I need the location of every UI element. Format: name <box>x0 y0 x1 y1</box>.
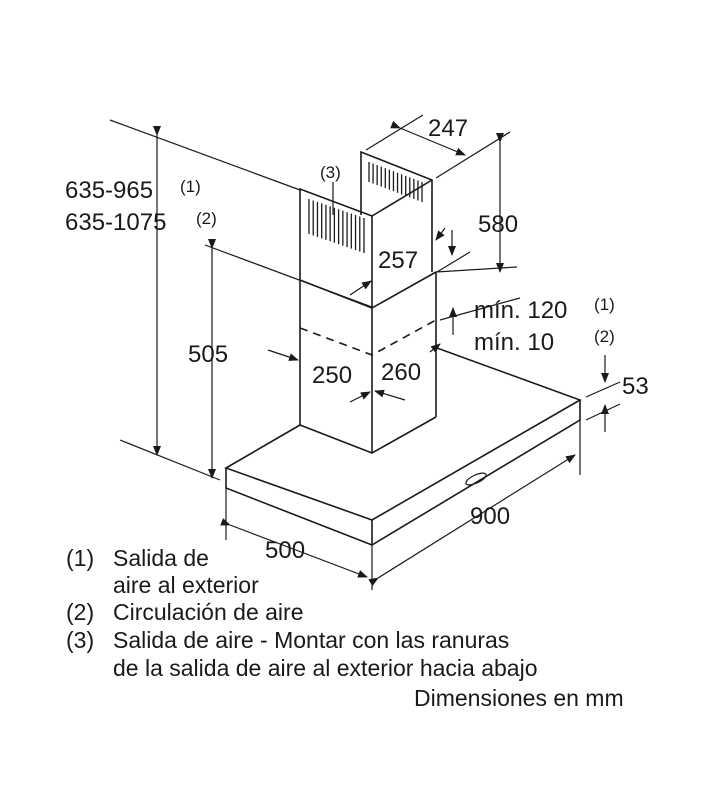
units-note: Dimensiones en mm <box>414 685 624 711</box>
dim-257: 257 <box>378 247 418 274</box>
dim-500: 500 <box>265 537 305 564</box>
vent-slots-icon <box>308 162 423 253</box>
dim-note-3: (3) <box>320 163 341 182</box>
legend-text-1a: Salida de <box>113 545 209 571</box>
dim-900: 900 <box>470 503 510 530</box>
dim-635-965: 635-965 <box>65 177 153 204</box>
dim-min-120: mín. 120 <box>474 297 567 324</box>
control-panel-icon <box>465 472 487 486</box>
dim-min-120-note: (1) <box>594 295 615 314</box>
dim-635-965-note: (1) <box>180 177 201 196</box>
legend-num-2: (2) <box>66 599 94 625</box>
legend-text-1b: aire al exterior <box>113 572 259 598</box>
dim-505: 505 <box>188 341 228 368</box>
dim-580: 580 <box>478 211 518 238</box>
legend-text-3b: de la salida de aire al exterior hacia a… <box>113 655 538 681</box>
legend: (1) Salida de aire al exterior (2) Circu… <box>66 545 624 711</box>
dim-53: 53 <box>622 373 649 400</box>
dim-635-1075: 635-1075 <box>65 209 166 236</box>
dim-250: 250 <box>312 362 352 389</box>
legend-text-2: Circulación de aire <box>113 599 303 625</box>
chimney-upper <box>299 150 433 308</box>
dim-635-1075-note: (2) <box>196 209 217 228</box>
dim-260: 260 <box>381 359 421 386</box>
dimension-lines <box>109 114 621 590</box>
legend-num-3: (3) <box>66 627 94 653</box>
dim-min-10: mín. 10 <box>474 329 554 356</box>
dim-min-10-note: (2) <box>594 327 615 346</box>
dim-247: 247 <box>428 115 468 142</box>
legend-num-1: (1) <box>66 545 94 571</box>
legend-text-3a: Salida de aire - Montar con las ranuras <box>113 627 509 653</box>
